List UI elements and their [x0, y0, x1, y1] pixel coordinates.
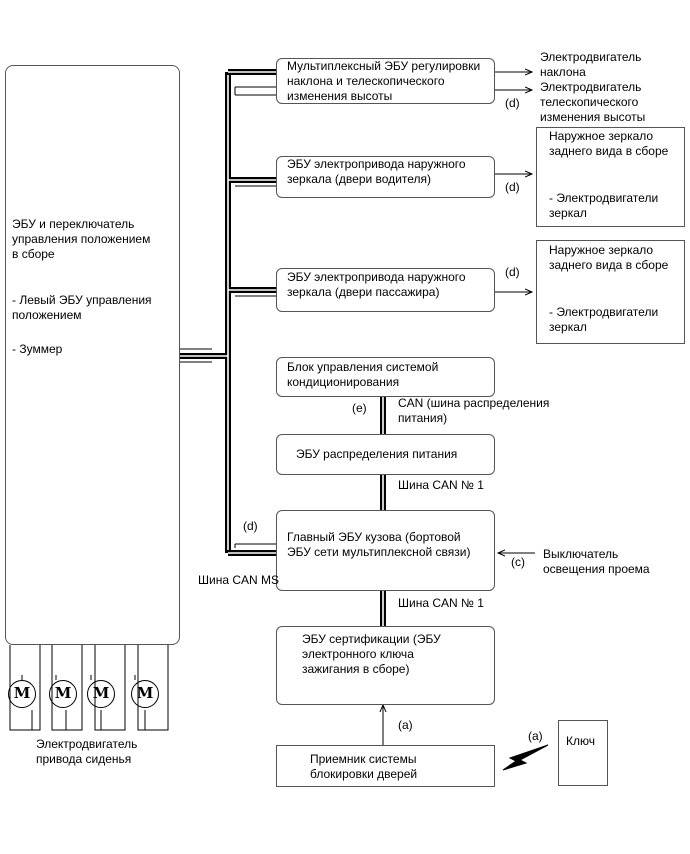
mirror-ecu-driver-label: ЭБУ электропривода наружного зеркала (дв… [287, 157, 466, 186]
certification-ecu-box [276, 626, 495, 705]
mirror-ecu-passenger-label: ЭБУ электропривода наружного зеркала (дв… [287, 270, 466, 299]
seat-motor-2-icon: M [49, 680, 77, 708]
wireless-signal-icon [502, 744, 549, 771]
ac-control-box [276, 357, 495, 397]
can-bus-1-label-b: Шина CAN № 1 [398, 596, 484, 610]
power-distribution-ecu-box [276, 434, 495, 475]
signal-a-1: (a) [398, 718, 413, 732]
door-light-switch-label: Выключатель освещения проема [543, 547, 650, 576]
door-lock-receiver-label: Приемник системы блокировки дверей [310, 752, 418, 781]
mirror-driver-assembly-title: Наружное зеркало заднего вида в сборе [549, 129, 669, 158]
seat-position-ecu-box [5, 65, 180, 645]
telescopic-motor-label: Электродвигатель телескопического измене… [540, 80, 646, 124]
can-bus-1-label-a: Шина CAN № 1 [398, 478, 484, 492]
signal-d-1: (d) [505, 96, 520, 110]
mirror-passenger-assembly-box [536, 240, 685, 344]
mirror-passenger-assembly-title: Наружное зеркало заднего вида в сборе [549, 243, 669, 272]
seat-position-ecu-title: ЭБУ и переключатель управления положение… [12, 217, 151, 261]
signal-a-2: (a) [528, 729, 543, 743]
signal-d-4: (d) [243, 519, 258, 533]
seat-motor-4-icon: M [131, 680, 159, 708]
can-ms-bus-label: Шина CAN MS [198, 573, 280, 587]
seat-motor-caption: Электродвигатель привода сиденья [36, 737, 138, 766]
door-lock-receiver-box [276, 745, 495, 787]
main-body-ecu-box [276, 510, 495, 591]
seat-position-ecu-item-buzzer: - Зуммер [12, 342, 63, 356]
signal-d-3: (d) [505, 265, 520, 279]
can-ms-bus [180, 69, 276, 556]
main-body-ecu-label: Главный ЭБУ кузова (бортовой ЭБУ сети му… [287, 530, 471, 559]
signal-d-2: (d) [505, 180, 520, 194]
signal-c: (c) [511, 555, 525, 569]
ac-control-label: Блок управления системой кондиционирован… [287, 360, 439, 389]
tilt-telescopic-ecu-box [276, 58, 495, 104]
tilt-telescopic-ecu-label: Мультиплексный ЭБУ регулировки наклона и… [287, 59, 481, 103]
signal-arrows [383, 72, 535, 745]
seat-motor-3-icon: M [87, 680, 115, 708]
key-box [558, 720, 608, 786]
certification-ecu-label: ЭБУ сертификации (ЭБУ электронного ключа… [302, 632, 441, 676]
mirror-ecu-driver-box [276, 156, 495, 198]
mirror-passenger-assembly-item: - Электродвигатели зеркал [549, 305, 659, 334]
mirror-driver-assembly-box [536, 127, 685, 227]
mirror-driver-assembly-item: - Электродвигатели зеркал [549, 191, 659, 220]
signal-e: (e) [352, 401, 367, 415]
seat-motor-1-icon: M [8, 680, 36, 708]
tilt-motor-label: Электродвигатель наклона [540, 50, 642, 79]
key-label: Ключ [566, 734, 595, 748]
mirror-ecu-passenger-box [276, 268, 495, 312]
can-power-bus-label: CAN (шина распределения питания) [398, 396, 550, 425]
power-distribution-ecu-label: ЭБУ распределения питания [296, 447, 458, 461]
seat-position-ecu-item-left: - Левый ЭБУ управления положением [12, 293, 152, 322]
